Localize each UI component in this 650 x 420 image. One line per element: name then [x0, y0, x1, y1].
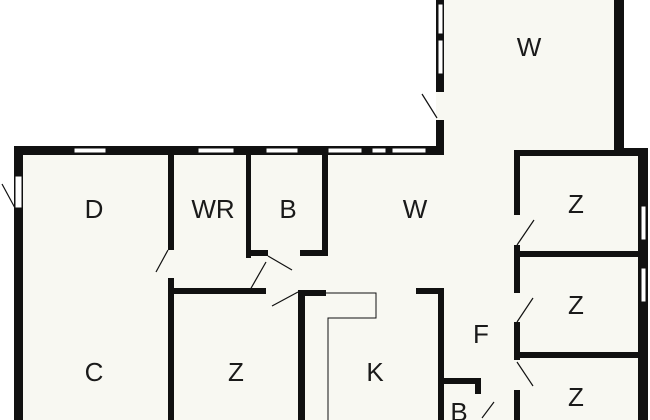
windows — [14, 3, 647, 303]
room-labels: W D WR B W Z Z Z C Z K F B — [85, 32, 584, 420]
door-leaf-left-entry — [1, 183, 16, 209]
floor-areas — [18, 0, 643, 420]
window-zr2 — [640, 267, 647, 303]
wall-zr3-left — [514, 390, 520, 420]
wall-top-wing-left — [436, 0, 444, 155]
wall-z-k — [298, 290, 305, 420]
doors — [1, 92, 535, 419]
room-label-d: D — [85, 194, 104, 224]
door-leaf-zr3 — [516, 361, 534, 387]
floor-main — [18, 150, 643, 420]
wall-k-right — [438, 288, 444, 420]
wall-k-top-left — [298, 290, 326, 296]
room-label-w-top: W — [517, 32, 542, 62]
room-label-k: K — [366, 357, 384, 387]
room-label-z-right-2: Z — [568, 290, 584, 320]
window-top-wing-1 — [437, 3, 444, 35]
door-gap-zr1 — [514, 215, 520, 245]
room-label-wr: WR — [191, 194, 234, 224]
door-leaf-z — [271, 291, 299, 307]
wall-top-wing-right — [614, 0, 624, 155]
room-label-c: C — [85, 357, 104, 387]
wall-zr-left-lower — [514, 322, 520, 360]
wall-zr1-left-upper — [514, 150, 520, 215]
room-label-z-right-1: Z — [568, 189, 584, 219]
window-zr1 — [640, 205, 647, 241]
window-w-1 — [327, 147, 363, 154]
door-leaf-zr1 — [516, 219, 535, 246]
door-leaf-top-wing — [421, 93, 438, 119]
window-wr — [197, 147, 235, 154]
window-w-2 — [371, 147, 387, 154]
wall-d-wr-upper — [168, 150, 174, 250]
wall-zr1-zr2 — [514, 251, 642, 257]
door-leaf-d-wr — [155, 249, 169, 273]
wall-b-right — [322, 150, 328, 255]
room-label-f: F — [473, 319, 489, 349]
window-d — [73, 147, 107, 154]
wall-b-lower-top — [441, 378, 481, 384]
door-gap-d-wr — [168, 250, 174, 278]
room-label-b-lower: B — [450, 397, 467, 420]
door-gap-zr2 — [514, 293, 520, 322]
wall-zr2-zr3 — [514, 352, 642, 358]
floor-top-wing — [437, 0, 620, 155]
window-b — [265, 147, 299, 154]
wall-b-lower-right — [475, 378, 481, 394]
door-gap-zr3 — [514, 360, 520, 390]
wall-z-top — [168, 288, 266, 294]
door-leaf-zr2 — [516, 297, 534, 323]
door-leaf-b — [267, 255, 293, 271]
room-label-z-right-3: Z — [568, 382, 584, 412]
wall-k-top-right — [416, 288, 444, 294]
wall-left-outer — [14, 146, 23, 420]
room-label-b-upper: B — [279, 194, 296, 224]
wall-b-bottom-left — [246, 250, 268, 256]
wall-zr1-top — [514, 150, 642, 156]
wall-d-wr-lower — [168, 278, 174, 420]
window-d-left — [14, 175, 23, 209]
window-top-wing-2 — [437, 39, 444, 75]
wall-wr-b — [246, 150, 251, 258]
wall-b-bottom-right — [300, 250, 328, 256]
door-leaf-wr — [249, 261, 267, 291]
door-gap-top-wing — [436, 92, 444, 120]
window-w-3 — [391, 147, 427, 154]
room-label-z-lower: Z — [228, 357, 244, 387]
room-label-w-main: W — [403, 194, 428, 224]
kitchen-counter — [326, 292, 377, 420]
wall-zr-left-mid — [514, 245, 520, 293]
door-leaf-b-lower — [481, 401, 495, 419]
